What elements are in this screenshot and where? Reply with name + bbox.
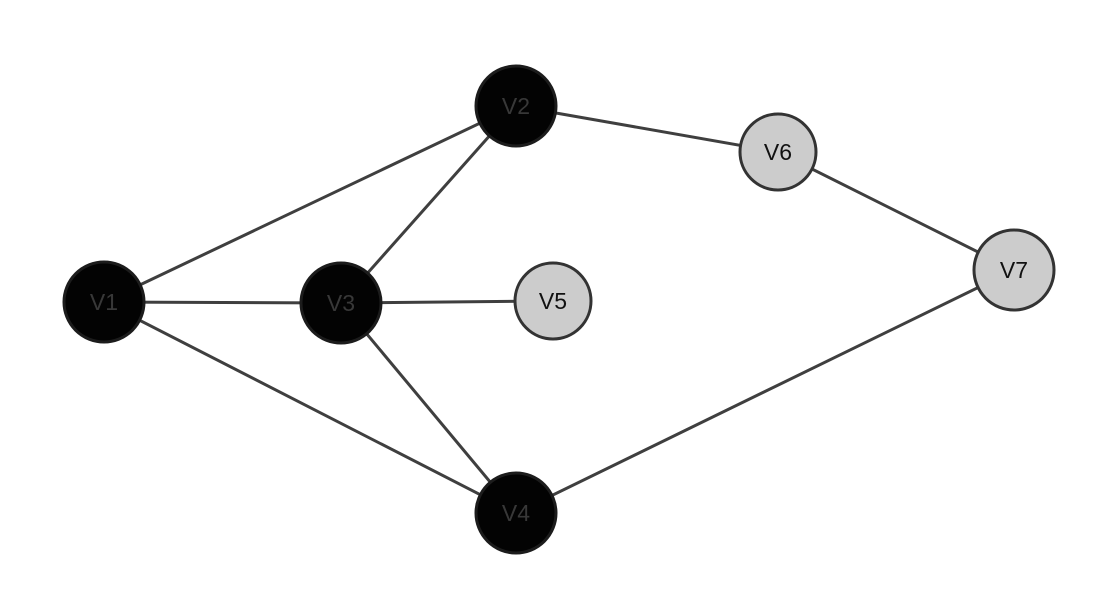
node-v1[interactable]: V1 (62, 260, 146, 344)
node-circle-v5[interactable] (513, 261, 593, 341)
edge-v2-v3 (339, 104, 518, 305)
edge-v3-v4 (339, 301, 518, 515)
node-v3[interactable]: V3 (299, 261, 383, 345)
edge-v2-v6 (514, 104, 780, 154)
node-circle-v7[interactable] (972, 228, 1056, 312)
node-circle-v3[interactable] (299, 261, 383, 345)
node-circle-v1[interactable] (62, 260, 146, 344)
edge-v1-v4 (102, 300, 518, 515)
node-circle-v6[interactable] (738, 112, 818, 192)
node-circle-v4[interactable] (474, 471, 558, 555)
node-v2[interactable]: V2 (474, 64, 558, 148)
node-v7[interactable]: V7 (972, 228, 1056, 312)
node-circle-v2[interactable] (474, 64, 558, 148)
node-v5[interactable]: V5 (513, 261, 593, 341)
node-v4[interactable]: V4 (474, 471, 558, 555)
edge-v6-v7 (776, 150, 1016, 272)
node-v6[interactable]: V6 (738, 112, 818, 192)
edge-v4-v7 (514, 268, 1016, 515)
edge-v1-v2 (102, 104, 518, 304)
